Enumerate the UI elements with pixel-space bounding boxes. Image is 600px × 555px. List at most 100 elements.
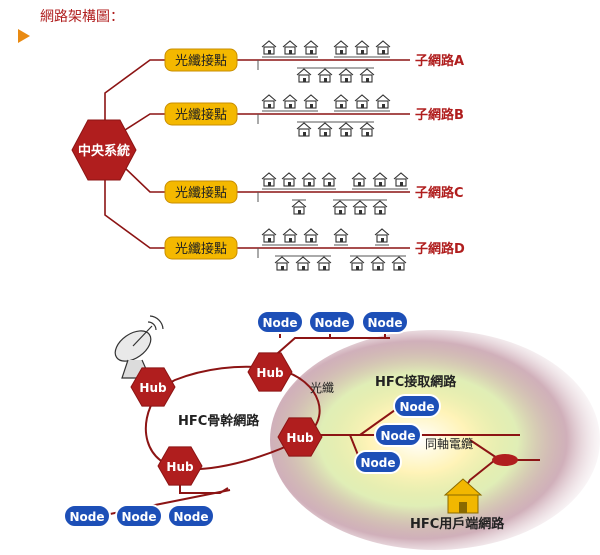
node-pill: Node bbox=[361, 310, 409, 334]
node-label: Node bbox=[360, 456, 395, 470]
house-icon bbox=[354, 40, 370, 55]
top-diagram: 中央系統 光纖接點子網路A光纖接點子網路B光纖接點子網路C光纖接點子網路D bbox=[71, 40, 465, 271]
house-icon bbox=[274, 256, 290, 271]
node-label: Node bbox=[380, 429, 415, 443]
house-icon bbox=[282, 94, 298, 109]
house-icon bbox=[303, 228, 319, 243]
house-icon bbox=[295, 256, 311, 271]
branch-row-1: 光纖接點 子網路A bbox=[164, 40, 464, 83]
hub-node: Hub bbox=[130, 367, 176, 407]
house-icon bbox=[352, 200, 368, 215]
house-icon bbox=[351, 172, 367, 187]
branch-row-4: 光纖接點 子網路D bbox=[164, 228, 465, 271]
hub-label: Hub bbox=[139, 381, 167, 395]
hub-label: Hub bbox=[286, 431, 314, 445]
hub-node: Hub bbox=[247, 352, 293, 392]
node-pill: Node bbox=[393, 394, 441, 418]
node-label: Node bbox=[121, 510, 156, 524]
subnet-label: 子網路B bbox=[415, 107, 464, 123]
house-icon bbox=[261, 172, 277, 187]
house-icon bbox=[303, 40, 319, 55]
house-icon bbox=[333, 94, 349, 109]
house-icon bbox=[391, 256, 407, 271]
house-icon bbox=[370, 256, 386, 271]
node-pill: Node bbox=[374, 423, 422, 447]
branch-row-2: 光纖接點 子網路B bbox=[164, 94, 464, 137]
node-pill: Node bbox=[115, 504, 163, 528]
page-title: 網路架構圖： bbox=[40, 9, 124, 25]
fiber-node-label: 光纖接點 bbox=[175, 241, 227, 257]
house-icon bbox=[349, 256, 365, 271]
node-label: Node bbox=[367, 316, 402, 330]
house-icon bbox=[296, 68, 312, 83]
node-label: Node bbox=[69, 510, 104, 524]
hub-label: Hub bbox=[256, 366, 284, 380]
node-pill: Node bbox=[63, 504, 111, 528]
house-icon bbox=[354, 94, 370, 109]
house-icon bbox=[375, 94, 391, 109]
house-icon bbox=[261, 228, 277, 243]
house-icon bbox=[261, 40, 277, 55]
home-house-icon bbox=[443, 478, 483, 514]
fiber-node-pill: 光纖接點 bbox=[164, 180, 238, 204]
center-label: 中央系統 bbox=[78, 143, 130, 159]
house-icon bbox=[374, 228, 390, 243]
house-icon bbox=[359, 68, 375, 83]
house-icon bbox=[332, 200, 348, 215]
node-pill: Node bbox=[256, 310, 304, 334]
house-icon bbox=[317, 68, 333, 83]
house-icon bbox=[372, 200, 388, 215]
hub-node: Hub bbox=[277, 417, 323, 457]
coax-amplifier bbox=[492, 454, 518, 466]
house-icon bbox=[338, 68, 354, 83]
node-pill: Node bbox=[354, 450, 402, 474]
background-glow bbox=[270, 330, 600, 550]
fiber-node-label: 光纖接點 bbox=[175, 185, 227, 201]
node-label: Node bbox=[314, 316, 349, 330]
bullet-arrow-icon bbox=[18, 29, 30, 43]
house-icon bbox=[296, 122, 312, 137]
house-icon bbox=[333, 228, 349, 243]
node-pill: Node bbox=[167, 504, 215, 528]
hub-node: Hub bbox=[157, 446, 203, 486]
house-icon bbox=[303, 94, 319, 109]
subnet-label: 子網路C bbox=[415, 185, 464, 201]
fiber-node-label: 光纖接點 bbox=[175, 53, 227, 69]
house-icon bbox=[375, 40, 391, 55]
coax-label: 同軸電纜 bbox=[425, 437, 473, 451]
house-icon bbox=[317, 122, 333, 137]
house-icon bbox=[321, 172, 337, 187]
house-icon bbox=[281, 172, 297, 187]
house-icon bbox=[393, 172, 409, 187]
center-system-node: 中央系統 bbox=[71, 119, 137, 181]
node-pill: Node bbox=[308, 310, 356, 334]
fiber-node-pill: 光纖接點 bbox=[164, 48, 238, 72]
fiber-node-pill: 光纖接點 bbox=[164, 236, 238, 260]
house-icon bbox=[338, 122, 354, 137]
house-icon bbox=[282, 40, 298, 55]
house-icon bbox=[282, 228, 298, 243]
home-network-label: HFC用戶端網路 bbox=[410, 516, 505, 532]
fiber-node-label: 光纖接點 bbox=[175, 107, 227, 123]
house-icon bbox=[301, 172, 317, 187]
house-icon bbox=[333, 40, 349, 55]
node-label: Node bbox=[399, 400, 434, 414]
subnet-label: 子網路A bbox=[415, 53, 464, 69]
house-icon bbox=[261, 94, 277, 109]
node-label: Node bbox=[173, 510, 208, 524]
fiber-label: 光纖 bbox=[310, 381, 334, 395]
house-icon bbox=[291, 200, 307, 215]
backbone-label: HFC骨幹網路 bbox=[178, 413, 260, 429]
house-icon bbox=[316, 256, 332, 271]
branch-row-3: 光纖接點 子網路C bbox=[164, 172, 464, 215]
node-label: Node bbox=[262, 316, 297, 330]
access-network-label: HFC接取網路 bbox=[375, 374, 457, 390]
house-icon bbox=[359, 122, 375, 137]
tree-lines bbox=[104, 59, 170, 249]
house-icon bbox=[372, 172, 388, 187]
hub-label: Hub bbox=[166, 460, 194, 474]
fiber-node-pill: 光纖接點 bbox=[164, 102, 238, 126]
subnet-label: 子網路D bbox=[415, 241, 465, 257]
